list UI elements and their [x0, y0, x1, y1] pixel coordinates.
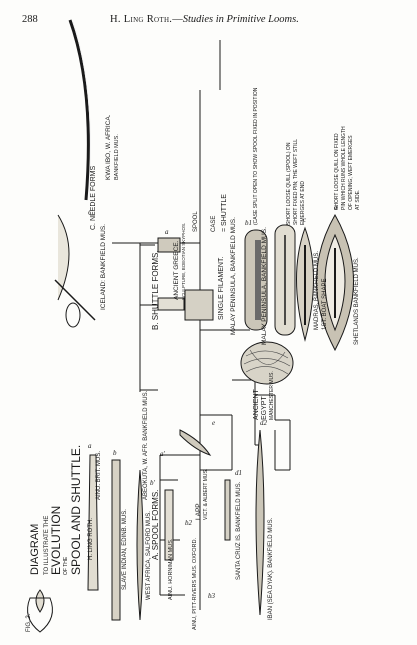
fig-label: FIG. 2. [26, 613, 32, 632]
kwa-label-2: BANKFIELD MUS. [114, 134, 120, 180]
egypt-label-1: ANCIENT [253, 389, 260, 420]
diagram-title-5: SPOOL AND SHUTTLE. [69, 445, 83, 575]
mark-b: b [113, 449, 117, 457]
santa-cruz-spool [224, 479, 231, 541]
shuttle-forms-label: B. SHUTTLE FORMS. [151, 250, 160, 330]
shetlands-note-4: AT SIDE. [355, 190, 361, 210]
mark-a1: a' [160, 450, 166, 458]
mark-b2: b2 [185, 519, 193, 527]
running-title-sep: — [172, 14, 183, 25]
ainu-horniman-spool [35, 589, 45, 613]
westafrica-spool [164, 489, 174, 561]
ainu-spool-a [87, 454, 99, 591]
page-number: 288 [22, 14, 38, 25]
santa-cruz-label: SANTA CRUZ IS. BANKFIELD MUS. [236, 481, 242, 580]
greece-label-1: ANCIENT GREECE. [173, 240, 180, 300]
running-title: H. Ling Roth.—Studies in Primitive Looms… [110, 14, 299, 25]
running-title-author: H. Ling Roth. [110, 14, 173, 25]
diagram-author: H. LING ROTH. [88, 518, 94, 560]
abeokuta-label: ABEOKUTA, W. AFR. BANKFIELD MUS. [143, 390, 149, 500]
mark-d-shuttle: d [334, 204, 338, 212]
diagram-title-4: OF THE [63, 556, 69, 575]
malay-spool [157, 297, 185, 311]
single-filament-label: SINGLE FILAMENT. [218, 257, 225, 320]
slave-indian-spool [111, 459, 121, 621]
mark-d2: d2 [260, 419, 268, 427]
madras-label-2: 1ST. BOAT SHAPE [322, 279, 328, 330]
mark-b3: b3 [208, 592, 216, 600]
running-title-text: Studies in Primitive Looms. [182, 14, 299, 25]
egypt-label-2: EGYPT [261, 396, 268, 420]
mark-e: e [212, 419, 215, 427]
shetlands-note-2: PIN WHICH RUNS WHOLE LENGTH [341, 126, 347, 210]
iban-spool [255, 429, 265, 616]
malay-case [184, 289, 214, 321]
mark-d1: d1 [235, 469, 242, 477]
spool-label: SPOOL [193, 211, 199, 232]
shetlands-note-3: OF OPENING; WEFT EMERGES [348, 135, 354, 210]
case-label: CASE [211, 216, 217, 232]
spool-forms-label: A. SPOOL FORMS. [151, 490, 160, 560]
ainu-horniman-label: AINU. HORNIMAN MUS. [168, 538, 174, 600]
shetlands-label: SHETLANDS BANKFIELD MUS. [354, 257, 360, 345]
iban-label: IBAN (SEA DYAK). BANKFIELD MUS. [268, 517, 274, 620]
malay-label-2: MALAY PENINSULA, BANKFIELD MUS. [261, 227, 268, 345]
mark-a-shuttle: a [165, 228, 169, 236]
egypt-label-3: MANCHESTER MUS. [269, 371, 275, 420]
page-header: 288 H. Ling Roth.—Studies in Primitive L… [22, 14, 395, 32]
ainu-brit-label: AINU. BRIT. MUS. [96, 451, 102, 500]
mark-b1: b' [150, 479, 156, 487]
mark-a: a [88, 442, 92, 450]
lapp-label: LAPP [195, 503, 202, 520]
slave-indian-label: SLAVE INDIAN, EDINB. MUS. [122, 509, 128, 590]
mark-c-needle: C. [88, 209, 95, 217]
ainu-pitt-label: AINU, PITT-RIVERS MUS. OXFORD. [192, 538, 198, 630]
kwa-ibo-needle [68, 19, 90, 201]
lapp-label-2: VICT. & ALBERT MUS. [203, 469, 209, 520]
madras-note-1: SHORT LOOSE QUILL (SPOOL) ON [286, 142, 292, 225]
greece-spool [157, 237, 181, 253]
madras-note-3: EMERGES AT END [300, 181, 306, 225]
iceland-label: ICELAND: BANKFIELD MUS. [100, 224, 107, 310]
kwa-label-1: KWA IBO, W. AFRICA. [105, 114, 112, 180]
needle-forms-label: C. NEEDLE FORMS [90, 165, 97, 230]
shuttle-equals-label: = SHUTTLE [221, 194, 228, 232]
mark-b-shuttle: b1 [245, 219, 252, 227]
egypt-spool-ball [240, 341, 294, 385]
lapp-spool [179, 429, 212, 456]
greece-label-2: SCULPTURE, BOEOTIAN SKYPHOS. [181, 223, 186, 300]
shetlands-note-1: SHORT LOOSE QUILL ON FIXED [334, 133, 340, 210]
diagram-title-1: DIAGRAM [29, 524, 41, 575]
mark-c-shuttle: c [303, 216, 307, 224]
westafrica-label: WEST AFRICA, SALFORD MUS. [146, 511, 152, 600]
madras-label-1: MADRAS, BANKFIELD MUS. [314, 251, 320, 330]
iceland-needle [57, 214, 70, 301]
diagram-title-3: EVOLUTION [49, 506, 63, 575]
diagram-title-2: TO ILLUSTRATE THE [44, 516, 50, 575]
case-split-label: (CASE SPLIT OPEN TO SHOW SPOOL FIXED IN … [253, 87, 259, 225]
madras-note-2: SHORT FIXED PIN; THE WEFT STILL [293, 139, 299, 225]
abeokuta-spool [136, 469, 144, 621]
malay-label-1: MALAY PENINSULA, BANKFIELD MUS. [230, 217, 237, 335]
ainu-pitt-spool [27, 597, 53, 633]
